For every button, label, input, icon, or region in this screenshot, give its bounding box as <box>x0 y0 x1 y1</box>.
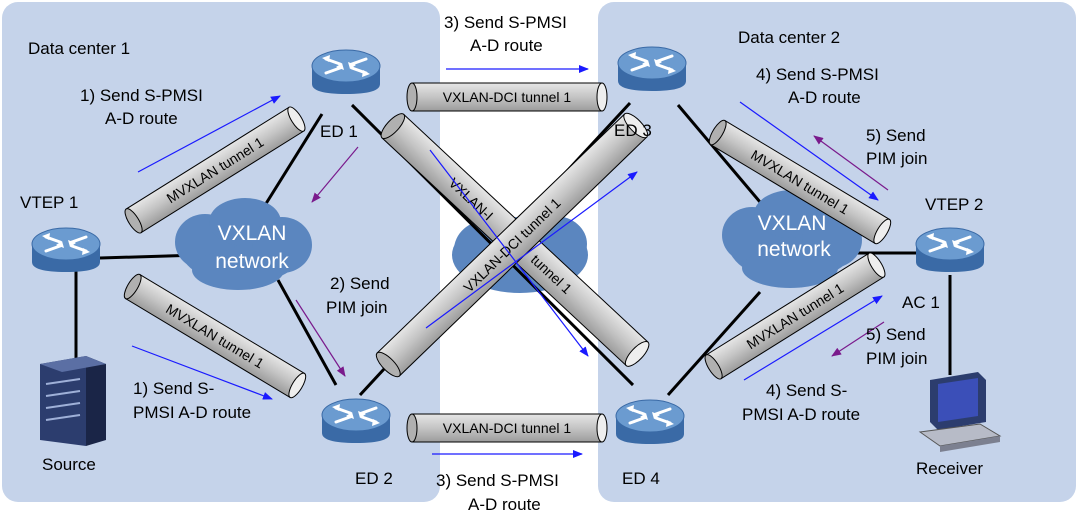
tunnel-dci-ed2-ed4: VXLAN-DCI tunnel 1 <box>406 413 608 443</box>
vxlan-cloud-right-line1: VXLAN <box>758 212 827 235</box>
join-arrows <box>295 135 889 377</box>
ed3-label: ED 3 <box>614 121 652 140</box>
route-arrows <box>131 65 883 458</box>
step1a-line2: A-D route <box>105 109 178 128</box>
vxlan-cloud-right-line2: network <box>757 238 831 261</box>
vxlan-cloud-left-line2: network <box>215 250 289 273</box>
step2-line1: 2) Send <box>330 274 390 293</box>
tunnel-label: VXLAN-DCI tunnel 1 <box>443 420 572 436</box>
vtep2-label: VTEP 2 <box>925 195 983 214</box>
step3a-line2: A-D route <box>470 36 543 55</box>
step5a-line1: 5) Send <box>866 126 926 145</box>
step5a-line2: PIM join <box>866 149 927 168</box>
ac1-label: AC 1 <box>902 293 940 312</box>
source-label: Source <box>42 455 96 474</box>
step1a-line1: 1) Send S-PMSI <box>80 86 203 105</box>
receiver-pc-icon <box>918 372 1002 452</box>
step1b-line1: 1) Send S- <box>133 379 214 398</box>
vxlan-cloud-left: VXLAN network <box>175 198 312 290</box>
step4b-line2: PMSI A-D route <box>742 405 860 424</box>
data-center-1-label: Data center 1 <box>28 39 130 58</box>
step5b-line1: 5) Send <box>866 325 926 344</box>
tunnel-dci-ed1-ed3: VXLAN-DCI tunnel 1 <box>406 82 608 112</box>
tunnel-label: VXLAN-DCI tunnel 1 <box>443 89 572 105</box>
step1b-line2: PMSI A-D route <box>133 403 251 422</box>
vxlan-cloud-left-line1: VXLAN <box>218 222 287 245</box>
source-server-icon <box>40 356 106 446</box>
vtep1-label: VTEP 1 <box>20 193 78 212</box>
router-ed4 <box>614 398 686 446</box>
step3b-line2: A-D route <box>468 495 541 514</box>
data-center-2-label: Data center 2 <box>738 28 840 47</box>
ed1-label: ED 1 <box>320 122 358 141</box>
step2-line2: PIM join <box>326 298 387 317</box>
step4a-line2: A-D route <box>788 88 861 107</box>
ed4-label: ED 4 <box>622 469 660 488</box>
router-vtep2 <box>914 226 986 274</box>
step4a-line1: 4) Send S-PMSI <box>756 65 879 84</box>
router-ed1 <box>310 48 382 96</box>
router-ed2 <box>320 397 392 445</box>
step4b-line1: 4) Send S- <box>766 381 847 400</box>
step3b-line1: 3) Send S-PMSI <box>436 471 559 490</box>
router-ed3 <box>616 45 688 93</box>
vxlan-cloud-right: VXLAN network <box>722 190 862 288</box>
step3a-line1: 3) Send S-PMSI <box>444 13 567 32</box>
receiver-label: Receiver <box>916 459 983 478</box>
router-vtep1 <box>30 226 102 274</box>
ed2-label: ED 2 <box>355 469 393 488</box>
step5b-line2: PIM join <box>866 349 927 368</box>
